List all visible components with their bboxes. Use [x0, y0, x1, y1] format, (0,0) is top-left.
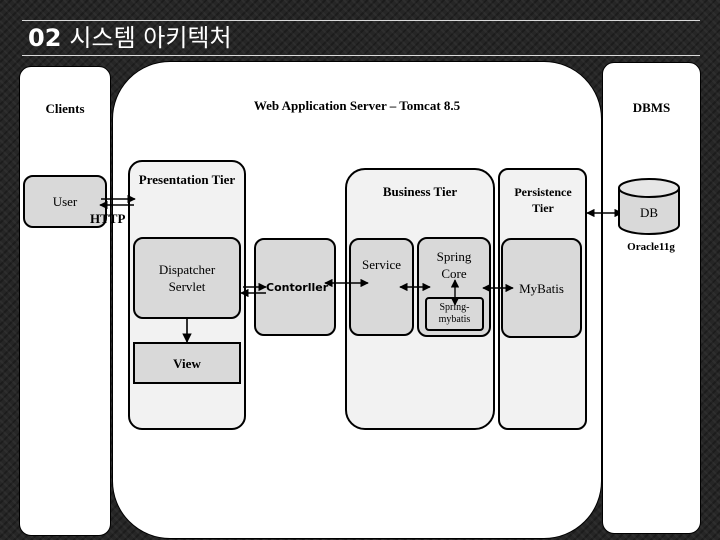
db-cylinder-icon [618, 178, 680, 235]
server-label: Web Application Server – Tomcat 8.5 [253, 98, 461, 113]
dbms-panel: DBMS [602, 62, 701, 534]
http-label: HTTP [90, 211, 126, 226]
db-name-label: Oracle11g [627, 241, 675, 253]
service-label: Service [362, 257, 401, 272]
view-box: View [133, 342, 241, 384]
spring-mybatis-box: Spring-mybatis [425, 297, 484, 331]
slide-number: 02 [28, 24, 62, 52]
dbms-label: DBMS [632, 100, 671, 115]
controller-label: Contorller [266, 281, 329, 294]
business-tier-label: Business Tier [382, 184, 458, 199]
user-label: User [52, 194, 78, 209]
title-rule-bottom [22, 55, 700, 56]
clients-label: Clients [45, 101, 85, 116]
spring-mybatis-label: Spring-mybatis [438, 302, 471, 325]
persistence-tier-label: Persistence Tier [514, 185, 572, 215]
clients-panel: Clients [19, 66, 111, 536]
presentation-tier-label: Presentation Tier [138, 172, 236, 187]
dispatcher-servlet-box: Dispatcher Servlet [133, 237, 241, 319]
view-label: View [173, 355, 201, 371]
title-rule-top [22, 20, 700, 21]
db-label: DB [639, 205, 659, 220]
slide-title-text: 시스템 아키텍처 [69, 24, 232, 52]
dispatcher-servlet-label: Dispatcher Servlet [158, 262, 216, 294]
mybatis-box: MyBatis [501, 238, 582, 338]
mybatis-label: MyBatis [519, 280, 564, 296]
spring-core-label: Spring Core [436, 249, 472, 281]
user-box: User [23, 175, 107, 228]
